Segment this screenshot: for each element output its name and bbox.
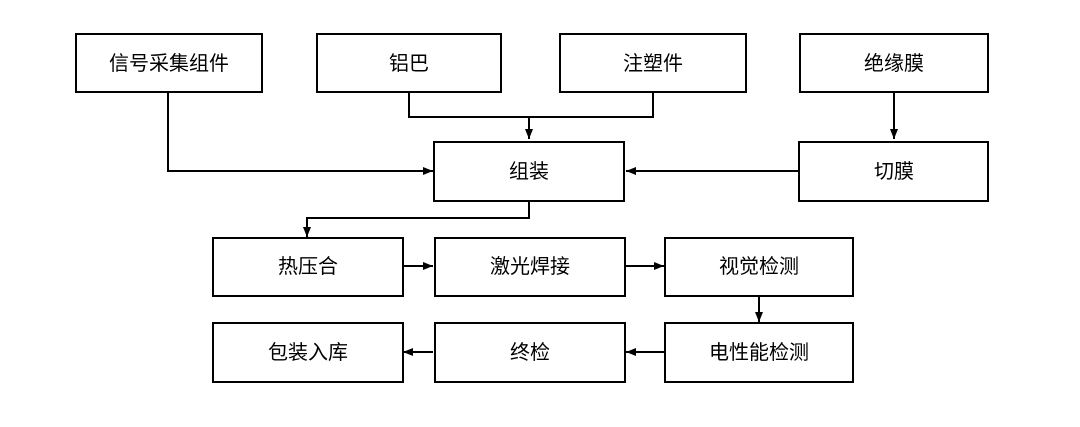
node-label: 铝巴: [389, 51, 429, 75]
node-label: 切膜: [874, 159, 914, 183]
node-label: 热压合: [278, 254, 338, 278]
node-final-inspection: 终检: [434, 322, 626, 383]
nodes: 信号采集组件 铝巴 注塑件 绝缘膜 组装 切膜 热压合 激光焊接: [75, 33, 989, 383]
node-injection-part: 注塑件: [559, 33, 747, 93]
edge-plastic-to-junction: [529, 92, 654, 118]
connectors: [167, 92, 898, 356]
node-visual-inspection: 视觉检测: [664, 237, 854, 297]
edge-aluminum-to-junction: [408, 92, 529, 118]
edge-assemble-to-hotpress: [303, 201, 530, 237]
node-label: 包装入库: [268, 340, 348, 364]
node-label: 组装: [509, 159, 549, 183]
node-assembly: 组装: [433, 141, 625, 202]
node-label: 注塑件: [623, 51, 683, 75]
node-electrical-test: 电性能检测: [664, 322, 854, 383]
node-signal-collection: 信号采集组件: [75, 33, 263, 93]
node-film-cutting: 切膜: [798, 141, 989, 202]
node-laser-welding: 激光焊接: [434, 237, 626, 297]
node-label: 终检: [510, 340, 550, 364]
node-aluminum-bar: 铝巴: [316, 33, 502, 93]
node-hot-press: 热压合: [212, 237, 404, 297]
node-label: 信号采集组件: [109, 51, 229, 75]
edge-signal-to-assemble: [167, 92, 433, 175]
node-label: 电性能检测: [709, 340, 809, 364]
node-label: 视觉检测: [719, 254, 799, 278]
node-label: 激光焊接: [490, 254, 570, 278]
node-label: 绝缘膜: [864, 51, 924, 75]
node-insulation-film: 绝缘膜: [799, 33, 989, 93]
node-packing-storage: 包装入库: [212, 322, 404, 383]
